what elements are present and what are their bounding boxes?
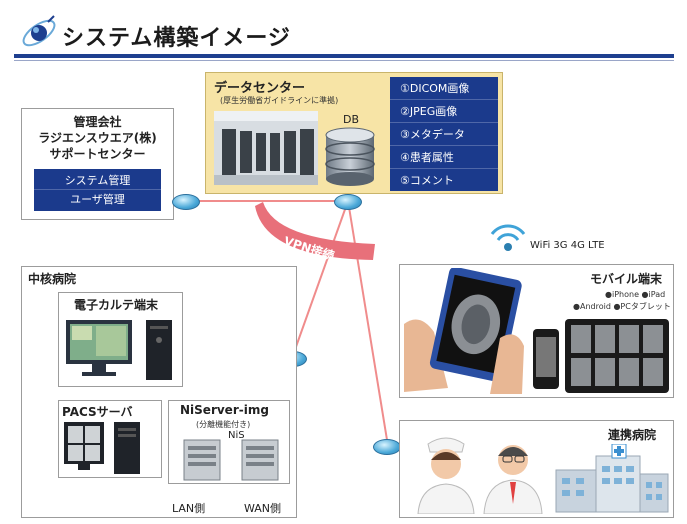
partner-hospital-title: 連携病院: [608, 428, 657, 442]
data-item-metadata: ③メタデータ: [390, 123, 498, 146]
support-menu-panel: システム管理 ユーザ管理: [34, 169, 161, 211]
router-partner-icon: [373, 439, 401, 455]
emr-terminal-title: 電子カルテ端末: [74, 298, 159, 312]
data-items-panel: ①DICOM画像 ②JPEG画像 ③メタデータ ④患者属性 ⑤コメント: [390, 77, 498, 191]
datacenter-box: データセンター (厚生労働省ガイドラインに準拠) DB ①DICOM画像 ②JP…: [205, 72, 503, 194]
line-dc-to-partner: [347, 200, 389, 447]
niserver-subtitle: (分離機能付き): [196, 420, 251, 429]
mobile-terminal-title: モバイル端末: [590, 272, 663, 286]
nis-label: NiS: [228, 430, 245, 441]
support-name-line-3: サポートセンター: [49, 147, 146, 161]
support-name-line-1: 管理会社: [73, 115, 122, 129]
satellite-logo-icon: [22, 15, 56, 47]
tablet-in-hand-image: [404, 268, 524, 394]
line-dc-to-core: [291, 200, 349, 359]
wifi-label: WiFi 3G 4G LTE: [530, 240, 605, 251]
pacs-monitor-icon: [64, 422, 104, 470]
niserver-wan-server-icon: [241, 439, 279, 481]
niserver-title: NiServer-img: [180, 403, 269, 417]
router-support-icon: [172, 194, 200, 210]
niserver-lan-server-icon: [183, 439, 221, 481]
mobile-devices-line-1: ●iPhone ●iPad: [605, 290, 666, 299]
database-icon: [325, 127, 375, 186]
smartphone-image: [533, 329, 559, 389]
support-center-box: 管理会社 ラジエンスウエア(株) サポートセンター システム管理 ユーザ管理: [21, 108, 174, 220]
nurse-icon: [417, 437, 475, 514]
mobile-devices-line-2: ●Android ●PCタブレット: [573, 302, 671, 311]
hospital-building-icon: [555, 444, 669, 513]
data-item-dicom: ①DICOM画像: [390, 77, 498, 100]
title-underline-thin: [14, 60, 674, 61]
db-label: DB: [343, 113, 360, 126]
support-name-line-2: ラジエンスウエア(株): [38, 131, 157, 145]
tablet-grid-image: [565, 319, 669, 393]
wan-side-label: WAN側: [244, 502, 282, 515]
data-item-jpeg: ②JPEG画像: [390, 100, 498, 123]
pacs-server-title: PACSサーバ: [62, 405, 133, 419]
user-admin-button[interactable]: ユーザ管理: [70, 193, 125, 206]
data-item-comment: ⑤コメント: [400, 174, 454, 187]
pacs-server-tower-icon: [114, 422, 140, 474]
system-admin-button[interactable]: システム管理: [34, 172, 161, 190]
doctor-icon: [483, 445, 543, 514]
page-title: システム構築イメージ: [62, 26, 291, 51]
emr-pc-tower-icon: [146, 320, 172, 380]
vpn-band: [255, 202, 375, 260]
lan-side-label: LAN側: [172, 502, 206, 515]
wifi-icon: [490, 224, 526, 251]
datacenter-subtitle: (厚生労働省ガイドラインに準拠): [220, 96, 339, 105]
title-underline: [14, 54, 674, 58]
data-item-patient: ④患者属性: [390, 146, 498, 169]
server-room-image: [214, 111, 318, 185]
core-hospital-title: 中核病院: [28, 272, 77, 286]
datacenter-title: データセンター: [214, 81, 306, 96]
emr-monitor-icon: [66, 320, 132, 376]
router-datacenter-icon: [334, 194, 362, 210]
